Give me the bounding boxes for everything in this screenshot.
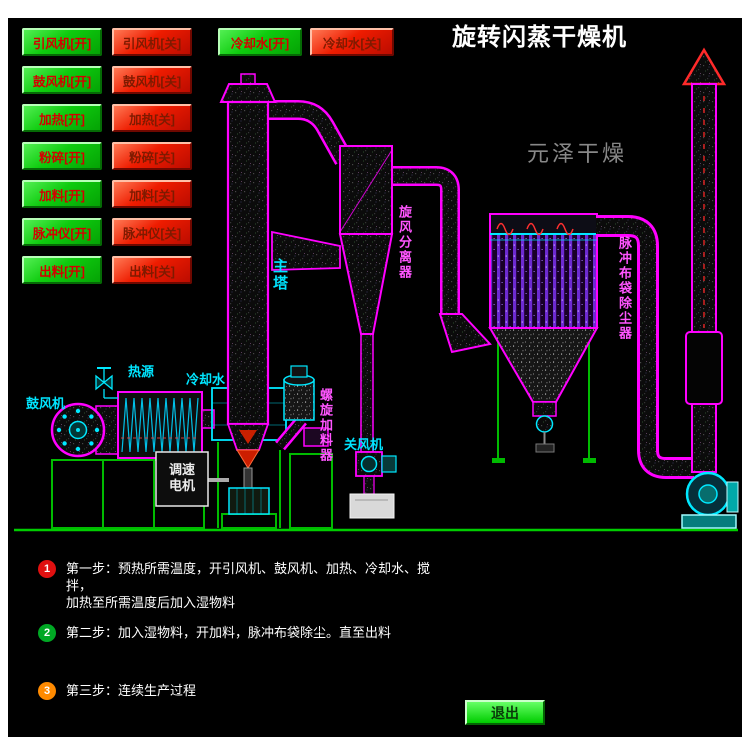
speed-motor-label: 调速电机 xyxy=(169,462,196,493)
rotary-airlock-label: 关风机 xyxy=(344,437,384,452)
feeding-on-button[interactable]: 加料[开] xyxy=(22,180,102,208)
step-1: 1 第一步：预热所需温度，开引风机、鼓风机、加热、冷却水、搅 拌， 加热至所需温… xyxy=(38,560,430,611)
induced-fan-off-button[interactable]: 引风机[关] xyxy=(112,28,192,56)
step-3-badge: 3 xyxy=(38,682,56,700)
step-3: 3 第三步：连续生产过程 xyxy=(38,682,196,700)
main-tower xyxy=(219,73,353,426)
pulse-bag-filter-label: 脉冲布袋除尘器 xyxy=(617,236,632,341)
pulverizer-unit xyxy=(226,423,270,515)
screw-feeder-unit xyxy=(275,365,329,451)
step-2-line-1: 第二步：加入湿物料，开加料，脉冲布袋除尘。直至出料 xyxy=(66,625,392,640)
induced-draft-fan-unit xyxy=(681,471,739,529)
bag-filter-unit xyxy=(488,213,599,463)
pulse-on-button[interactable]: 脉冲仪[开] xyxy=(22,218,102,246)
crushing-on-button[interactable]: 粉碎[开] xyxy=(22,142,102,170)
cooling-water-off-button[interactable]: 冷却水[关] xyxy=(310,28,394,56)
step-2-text: 第二步：加入湿物料，开加料，脉冲布袋除尘。直至出料 xyxy=(66,624,391,641)
exhaust-stack xyxy=(681,47,727,473)
screw-feeder-label: 螺旋加料器 xyxy=(318,388,333,463)
step-1-line-1: 第一步：预热所需温度，开引风机、鼓风机、加热、冷却水、搅 xyxy=(66,561,431,576)
step-1-line-3: 加热至所需温度后加入湿物料 xyxy=(66,595,236,610)
speed-motor-unit xyxy=(155,451,229,507)
blower-on-button[interactable]: 鼓风机[开] xyxy=(22,66,102,94)
rotary-airlock-unit xyxy=(349,451,397,519)
induced-fan-on-button[interactable]: 引风机[开] xyxy=(22,28,102,56)
step-3-text: 第三步：连续生产过程 xyxy=(66,682,196,699)
pulse-off-button[interactable]: 脉冲仪[关] xyxy=(112,218,192,246)
blower-unit xyxy=(50,402,123,458)
crushing-off-button[interactable]: 粉碎[关] xyxy=(112,142,192,170)
heating-on-button[interactable]: 加热[开] xyxy=(22,104,102,132)
water-valve xyxy=(95,367,118,399)
blower-label: 鼓风机 xyxy=(26,396,66,411)
cooling-water-on-button[interactable]: 冷却水[开] xyxy=(218,28,302,56)
blower-off-button[interactable]: 鼓风机[关] xyxy=(112,66,192,94)
step-1-text: 第一步：预热所需温度，开引风机、鼓风机、加热、冷却水、搅 拌， 加热至所需温度后… xyxy=(66,560,430,611)
heating-off-button[interactable]: 加热[关] xyxy=(112,104,192,132)
cyclone-separator-unit xyxy=(338,145,492,453)
cooling-water-label: 冷却水 xyxy=(186,372,226,387)
step-1-line-2: 拌， xyxy=(66,578,93,593)
exhaust-duct xyxy=(596,215,694,479)
main-tower-label: 主塔 xyxy=(271,258,288,292)
cyclone-separator-label: 旋风分离器 xyxy=(397,205,412,280)
feeding-off-button[interactable]: 加料[关] xyxy=(112,180,192,208)
screen-background xyxy=(8,18,742,737)
step-2-badge: 2 xyxy=(38,624,56,642)
discharge-on-button[interactable]: 出料[开] xyxy=(22,256,102,284)
discharge-off-button[interactable]: 出料[关] xyxy=(112,256,192,284)
heat-source-label: 热源 xyxy=(128,364,155,379)
page-title: 旋转闪蒸干燥机 xyxy=(452,24,627,51)
step-3-line-1: 第三步：连续生产过程 xyxy=(66,683,197,698)
watermark: 元泽干燥 xyxy=(527,141,628,166)
step-1-badge: 1 xyxy=(38,560,56,578)
heat-source-unit xyxy=(117,391,215,459)
step-2: 2 第二步：加入湿物料，开加料，脉冲布袋除尘。直至出料 xyxy=(38,624,391,642)
exit-button[interactable]: 退出 xyxy=(465,700,545,725)
